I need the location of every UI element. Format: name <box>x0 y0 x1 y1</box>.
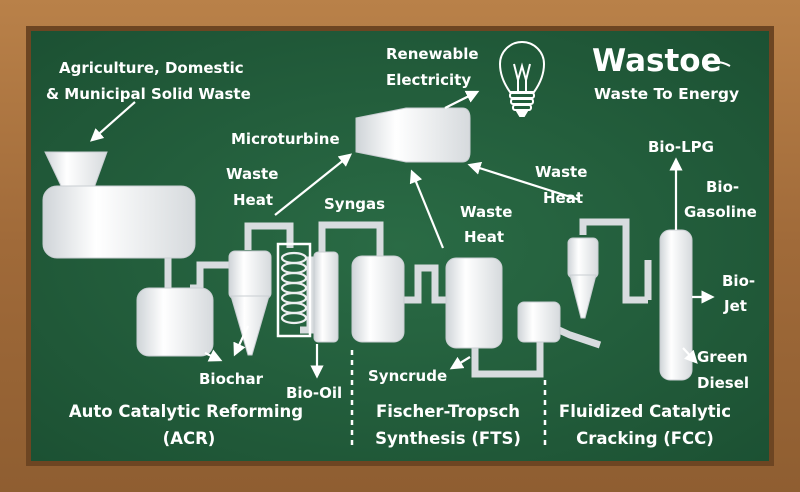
microturbine <box>355 107 471 163</box>
waste-heat-1-line1: Waste <box>226 165 278 183</box>
arrow-feed-to-hopper <box>90 101 136 142</box>
waste-heat-3-line1: Waste <box>535 163 587 181</box>
arrow-fts-heat-to-turbine <box>409 169 445 249</box>
bio-gasoline-line1: Bio- <box>706 178 739 196</box>
heat-exchanger-coil-box <box>276 242 312 338</box>
arrow-turbine-to-electricity <box>444 90 480 109</box>
condenser <box>313 251 339 343</box>
section-acr-line2: (ACR) <box>163 429 216 448</box>
bio-jet-line1: Bio- <box>722 272 755 290</box>
distillation-column <box>659 229 693 381</box>
fcc-cyclone-top <box>567 237 599 279</box>
logo-tagline: Waste To Energy <box>594 85 739 103</box>
arrow-fcc-heat-to-turbine <box>467 161 581 202</box>
green-diesel-line1: Green <box>697 348 748 366</box>
pipe-fts-reactor2 <box>402 264 450 304</box>
coil-icon <box>280 251 308 325</box>
arrow-biochar-from-reactor <box>204 349 223 362</box>
feedstock-label-line1: Agriculture, Domestic <box>59 59 244 77</box>
section-fts-line1: Fischer-Tropsch <box>376 402 520 421</box>
arrow-biochar-from-cyclone <box>233 325 249 357</box>
dryer-drum <box>42 185 196 259</box>
bio-oil-label: Bio-Oil <box>286 384 342 402</box>
syncrude-label: Syncrude <box>368 367 447 385</box>
logo-brand-text: Wastoe <box>592 43 722 79</box>
green-diesel-line2: Diesel <box>697 374 749 392</box>
waste-heat-1-line2: Heat <box>233 191 273 209</box>
pipe-fcc-riser <box>579 218 648 304</box>
pipe-cyclone-coil <box>244 222 294 250</box>
section-fts-line2: Synthesis (FTS) <box>375 429 521 448</box>
cyclone-top <box>228 250 272 300</box>
biochar-label: Biochar <box>199 370 264 388</box>
arrow-green-diesel <box>682 347 698 364</box>
logo-leaf-icon <box>703 61 731 67</box>
equipment <box>42 107 693 381</box>
waste-heat-2-line2: Heat <box>464 228 504 246</box>
lightbulb-icon <box>498 41 546 117</box>
bio-lpg-label: Bio-LPG <box>648 138 714 156</box>
flow-arrows <box>90 90 715 379</box>
pipe-condenser-fts <box>318 221 384 258</box>
renewable-label-line2: Electricity <box>386 71 471 89</box>
waste-heat-3-line2: Heat <box>543 189 583 207</box>
acr-reactor <box>136 287 214 357</box>
feedstock-label-line2: & Municipal Solid Waste <box>46 85 251 103</box>
renewable-label-line1: Renewable <box>386 45 479 63</box>
microturbine-label: Microturbine <box>231 130 340 148</box>
arrow-syncrude <box>449 356 471 370</box>
section-fcc-line2: Cracking (FCC) <box>576 429 714 448</box>
section-fcc-line1: Fluidized Catalytic <box>559 402 731 421</box>
arrow-waste-heat-to-turbine <box>274 153 353 216</box>
cyclone-cone <box>230 295 270 356</box>
fts-reactor <box>351 255 405 343</box>
section-titles: Auto Catalytic Reforming (ACR) Fischer-T… <box>69 402 731 448</box>
fts-separator <box>445 257 503 349</box>
wastoe-logo: Wastoe Waste To Energy <box>592 43 739 103</box>
bio-jet-line2: Jet <box>723 297 747 315</box>
labels: Agriculture, Domestic & Municipal Solid … <box>46 45 757 402</box>
bio-gasoline-line2: Gasoline <box>684 203 757 221</box>
section-acr-line1: Auto Catalytic Reforming <box>69 402 303 421</box>
fcc-cyclone-cone <box>569 274 597 319</box>
waste-heat-2-line1: Waste <box>460 203 512 221</box>
syngas-label: Syngas <box>324 195 385 213</box>
fcc-regenerator <box>517 301 561 343</box>
pipe-reactor2-bottom <box>471 340 544 378</box>
